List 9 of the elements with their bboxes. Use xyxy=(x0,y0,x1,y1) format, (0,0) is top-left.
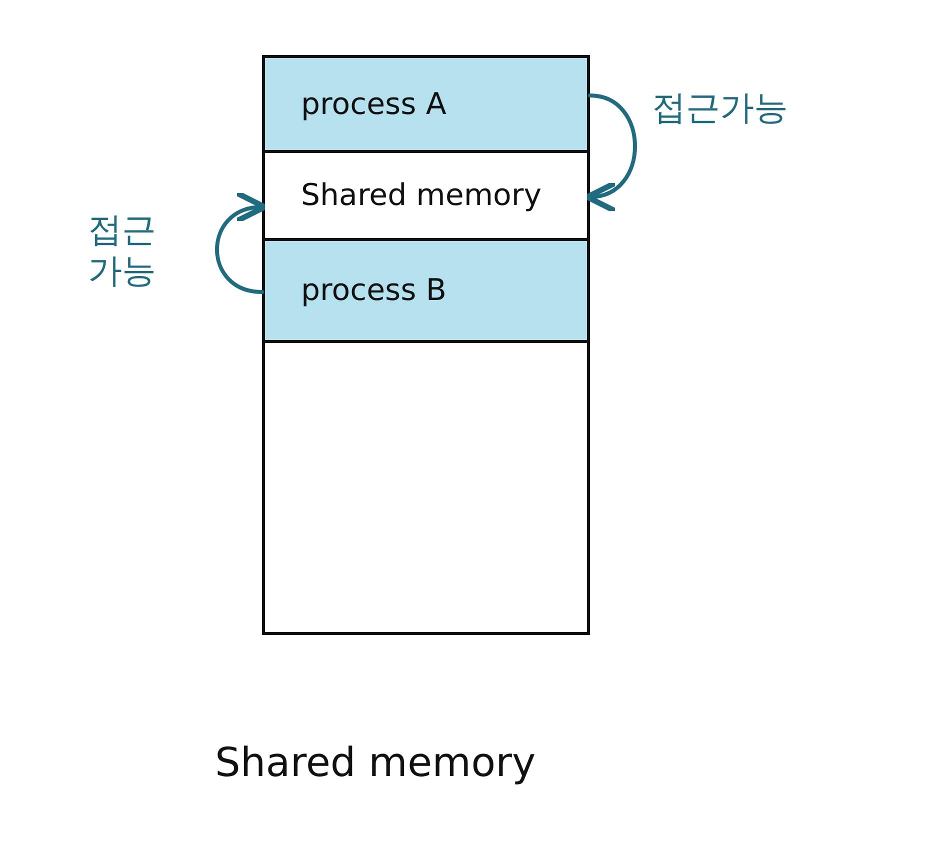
curved-arrow xyxy=(215,193,268,294)
memory-segment xyxy=(265,241,587,343)
segment-label: Shared memory xyxy=(301,178,542,213)
segment-label: process B xyxy=(301,273,446,308)
caption: Shared memory xyxy=(215,740,536,786)
memory-segment xyxy=(265,58,587,153)
curved-arrow xyxy=(584,94,637,210)
segment-label: process A xyxy=(301,86,446,122)
memory-block xyxy=(262,55,590,635)
